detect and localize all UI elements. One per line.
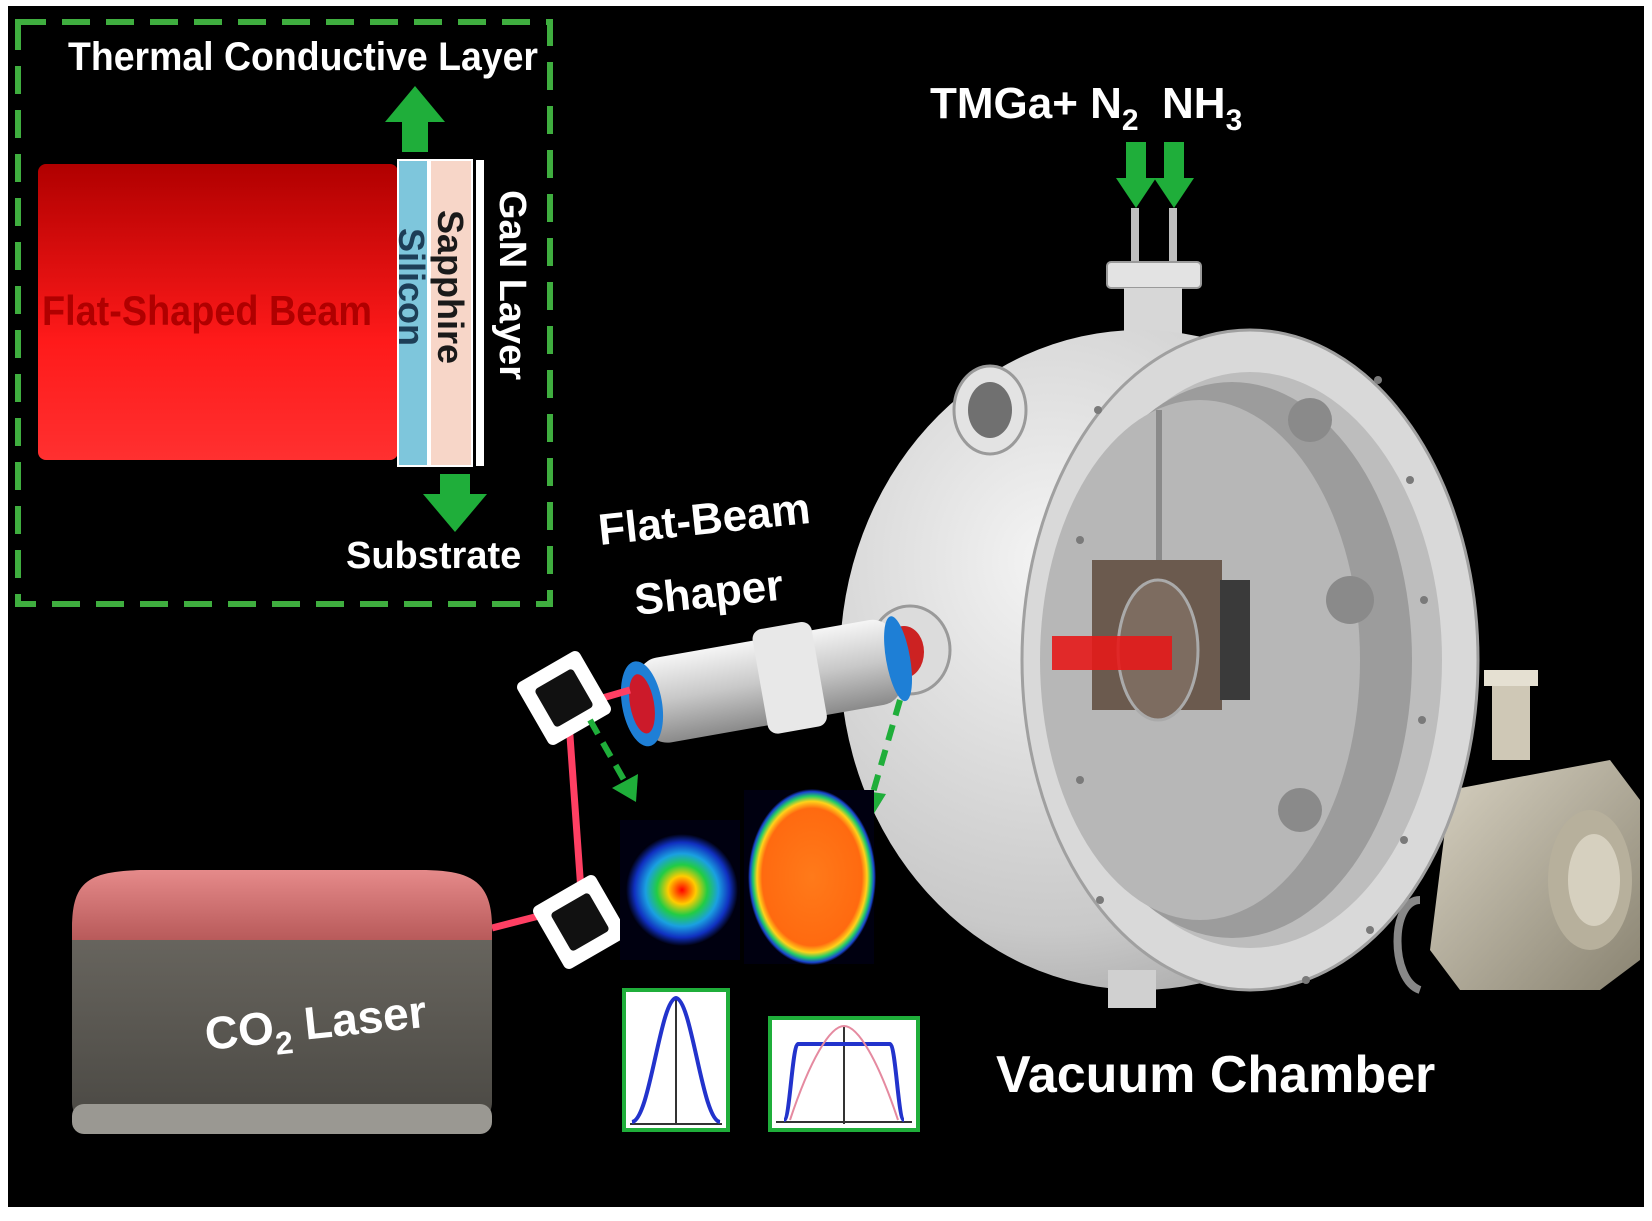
gas-inlet-arrow-icon <box>1116 142 1156 208</box>
profile-pointer-left <box>587 718 638 802</box>
gaussian-profile-plot <box>622 988 730 1132</box>
inset-box <box>15 19 553 607</box>
sapphire-layer <box>429 159 473 467</box>
vacuum-chamber <box>840 328 1480 1008</box>
flat-shaped-beam <box>38 164 398 460</box>
vacuum-pump <box>1393 670 1640 994</box>
gaussian-beam-spot <box>626 834 738 946</box>
beam-label: Flat-Shaped Beam <box>42 287 372 334</box>
flat-beam-spot <box>748 789 876 965</box>
gas-nh3-label: NH3 <box>1162 79 1242 137</box>
gan-layer-label: GaN Layer <box>491 190 533 380</box>
gas-tmga-label: TMGa+ N2 <box>930 79 1139 137</box>
thermal-layer-label: Thermal Conductive Layer <box>68 35 538 79</box>
silicon-layer <box>397 159 429 467</box>
down-arrow-icon <box>423 474 487 532</box>
vacuum-chamber-label: Vacuum Chamber <box>996 1046 1435 1104</box>
flat-beam-shaper <box>620 616 913 747</box>
up-arrow-icon <box>385 86 445 152</box>
gas-inlet-arrow-icon <box>1154 142 1194 208</box>
flat-top-profile-plot <box>768 1016 920 1132</box>
silicon-label: Silicon <box>391 228 432 346</box>
sapphire-label: Sapphire <box>430 210 471 364</box>
co2-laser-unit <box>72 870 492 1134</box>
chamber-top-port <box>1106 208 1202 348</box>
mirror-lower <box>533 875 627 969</box>
gan-layer <box>476 160 484 466</box>
substrate-label: Substrate <box>346 535 521 577</box>
